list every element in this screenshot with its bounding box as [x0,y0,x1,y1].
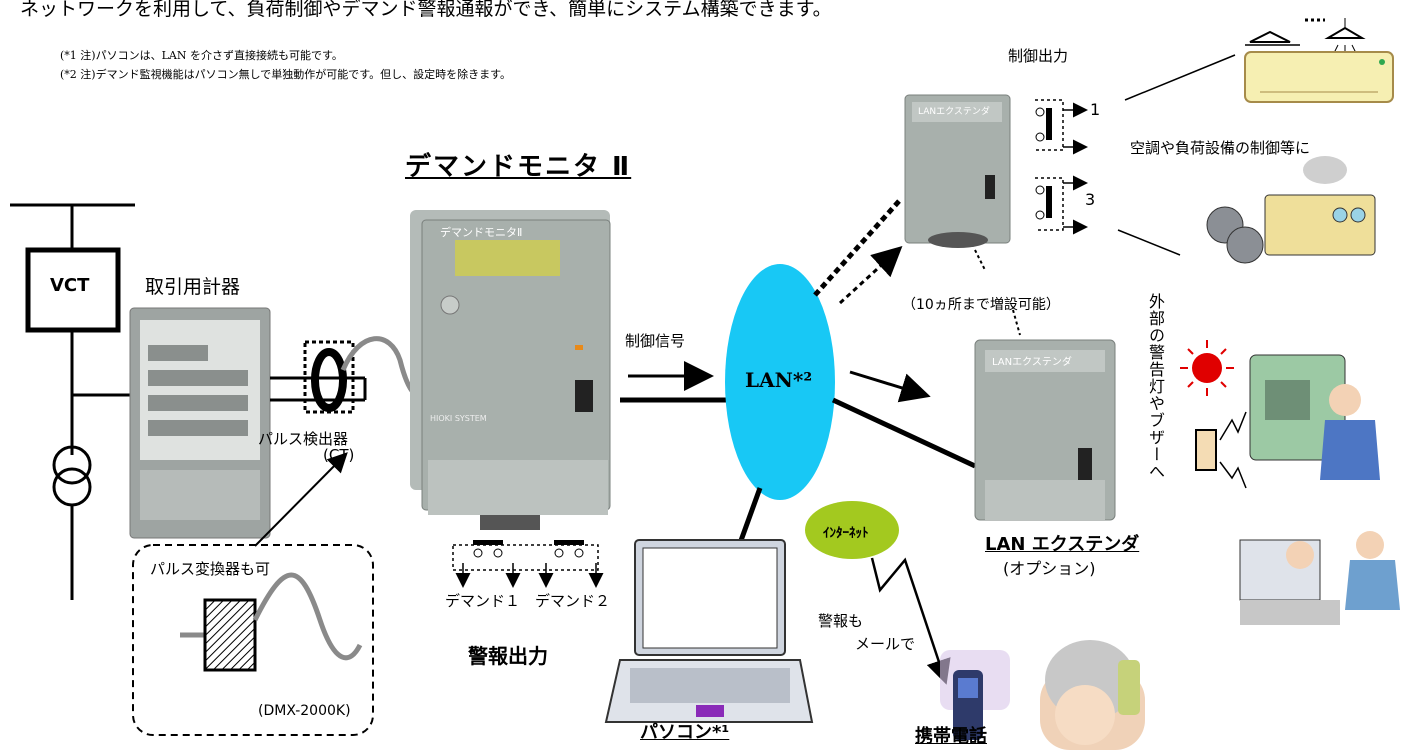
ext-main-brand: LANエクステンダ [992,357,1072,368]
internet-bubble [805,501,899,559]
buzzer-icon [1195,411,1247,489]
vct-label: VCT [50,275,90,296]
external-alarm-label: 外部の警告灯やブザーへ [1146,293,1165,480]
control-signal-label: 制御信号 [625,332,686,350]
ext-top-brand: LANエクステンダ [918,107,990,117]
demand-monitor-device [410,210,611,530]
worker-at-machine-icon [1249,354,1380,480]
person-on-phone-icon [1040,640,1145,750]
phone-label: 携帯電話 [915,726,987,747]
laptop-icon [604,539,814,723]
demand1-label: デマンド１ [445,592,521,610]
option-label: (オプション) [1003,559,1096,578]
internet-label: ｲﾝﾀｰﾈｯﾄ [823,526,869,541]
model-label: (DMX-2000K) [258,703,351,719]
factory-machine-icon [1206,156,1376,264]
top-description: ネットワークを利用して、負荷制御やデマンド警報通報ができ、簡単にシステム構築でき… [20,0,832,20]
alarm-output-label: 警報出力 [468,644,548,668]
internet-link [805,501,951,685]
note-pc: (*1 注)パソコンは、LAN を介さず直接接続も可能です。 [60,49,343,62]
ct-label: (CT) [323,446,355,464]
main-title: デマンドモニタ Ⅱ [405,152,632,182]
device-logo: HIOKI SYSTEM [430,414,487,423]
pulse-detector-label: パルス検出器 [258,430,349,448]
transformer-icon [52,445,92,485]
meter-device [129,307,271,539]
air-conditioner-icon [1244,51,1394,103]
pulse-converter-label: パルス変換器も可 [150,560,271,578]
lan-cloud [725,264,835,500]
power-line [10,203,135,600]
ct-ring-icon [311,348,347,412]
note-standalone: (*2 注)デマンド監視機能はパソコン無しで単独動作が可能です。但し、設定時を除… [60,68,512,81]
pulse-converter-box [132,452,374,736]
device-brand: デマンドモニタⅡ [440,226,523,239]
warning-lamp-icon [1180,340,1234,396]
mobile-phone-icon [940,650,1010,740]
alarm-mail-label-1: 警報も [818,612,864,630]
office-workers-icon [1239,531,1400,625]
alarm-mail-label-2: メールで [855,635,916,653]
ct-sensor [270,336,427,414]
control-output-label: 制御出力 [1008,47,1069,65]
pc-label: パソコン*¹ [640,722,730,743]
lan-label: LAN*² [745,368,813,392]
hvac-control-label: 空調や負荷設備の制御等に [1130,139,1311,157]
lan-extender-device [974,339,1116,521]
relay1-label: 1 [1090,100,1101,119]
converter-hatched-icon [203,598,257,672]
alarm-output-contacts [452,540,604,588]
expand-label: （10ヵ所まで増設可能） [902,297,1060,313]
control-output-relays [1035,54,1236,256]
relay3-label: 3 [1085,190,1096,209]
ceiling-lamp-icons [1245,18,1366,67]
lan-extender-label: LAN エクステンダ [985,534,1140,555]
meter-label: 取引用計器 [145,276,241,298]
lan-extender-top-device [904,94,1011,248]
demand2-label: デマンド２ [535,592,611,610]
